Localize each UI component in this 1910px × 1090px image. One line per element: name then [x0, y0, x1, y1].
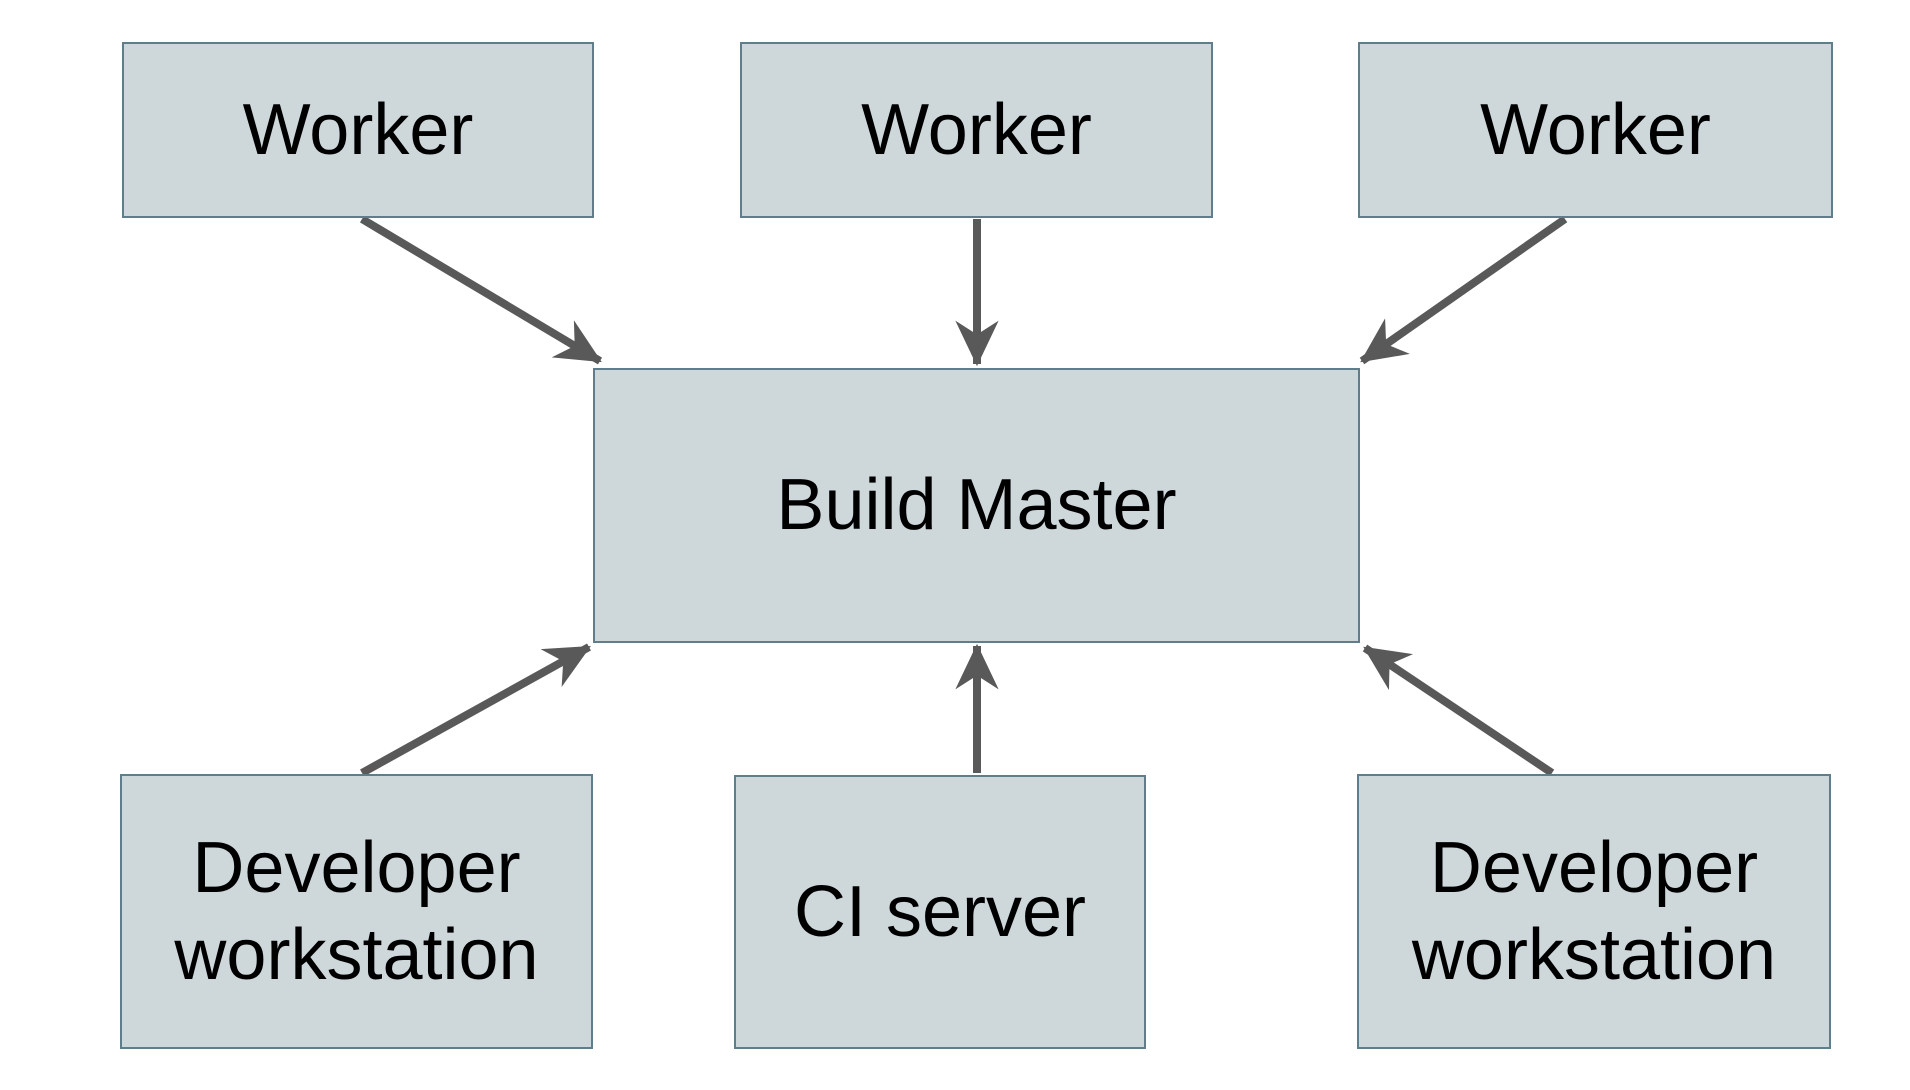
- node-worker-2-label: Worker: [861, 89, 1092, 170]
- arrow-developer-workstation-left-to-build-master: [360, 643, 591, 777]
- node-worker-2: Worker: [740, 42, 1213, 218]
- node-build-master-label: Build Master: [776, 465, 1177, 546]
- node-build-master: Build Master: [593, 368, 1360, 643]
- node-developer-workstation-right-label: Developer workstation: [1411, 828, 1777, 995]
- arrow-developer-workstation-right-to-build-master: [1362, 644, 1555, 777]
- node-ci-server-label: CI server: [793, 871, 1087, 952]
- node-worker-3: Worker: [1358, 42, 1833, 218]
- arrow-worker-1-to-build-master: [359, 215, 603, 365]
- node-developer-workstation-right: Developer workstation: [1357, 774, 1831, 1049]
- node-worker-1-label: Worker: [242, 89, 474, 170]
- arrow-worker-3-to-build-master: [1359, 215, 1568, 365]
- node-ci-server: CI server: [734, 775, 1146, 1049]
- node-worker-1: Worker: [122, 42, 594, 218]
- node-worker-3-label: Worker: [1480, 89, 1711, 170]
- node-developer-workstation-left: Developer workstation: [120, 774, 593, 1049]
- node-developer-workstation-left-label: Developer workstation: [174, 828, 539, 995]
